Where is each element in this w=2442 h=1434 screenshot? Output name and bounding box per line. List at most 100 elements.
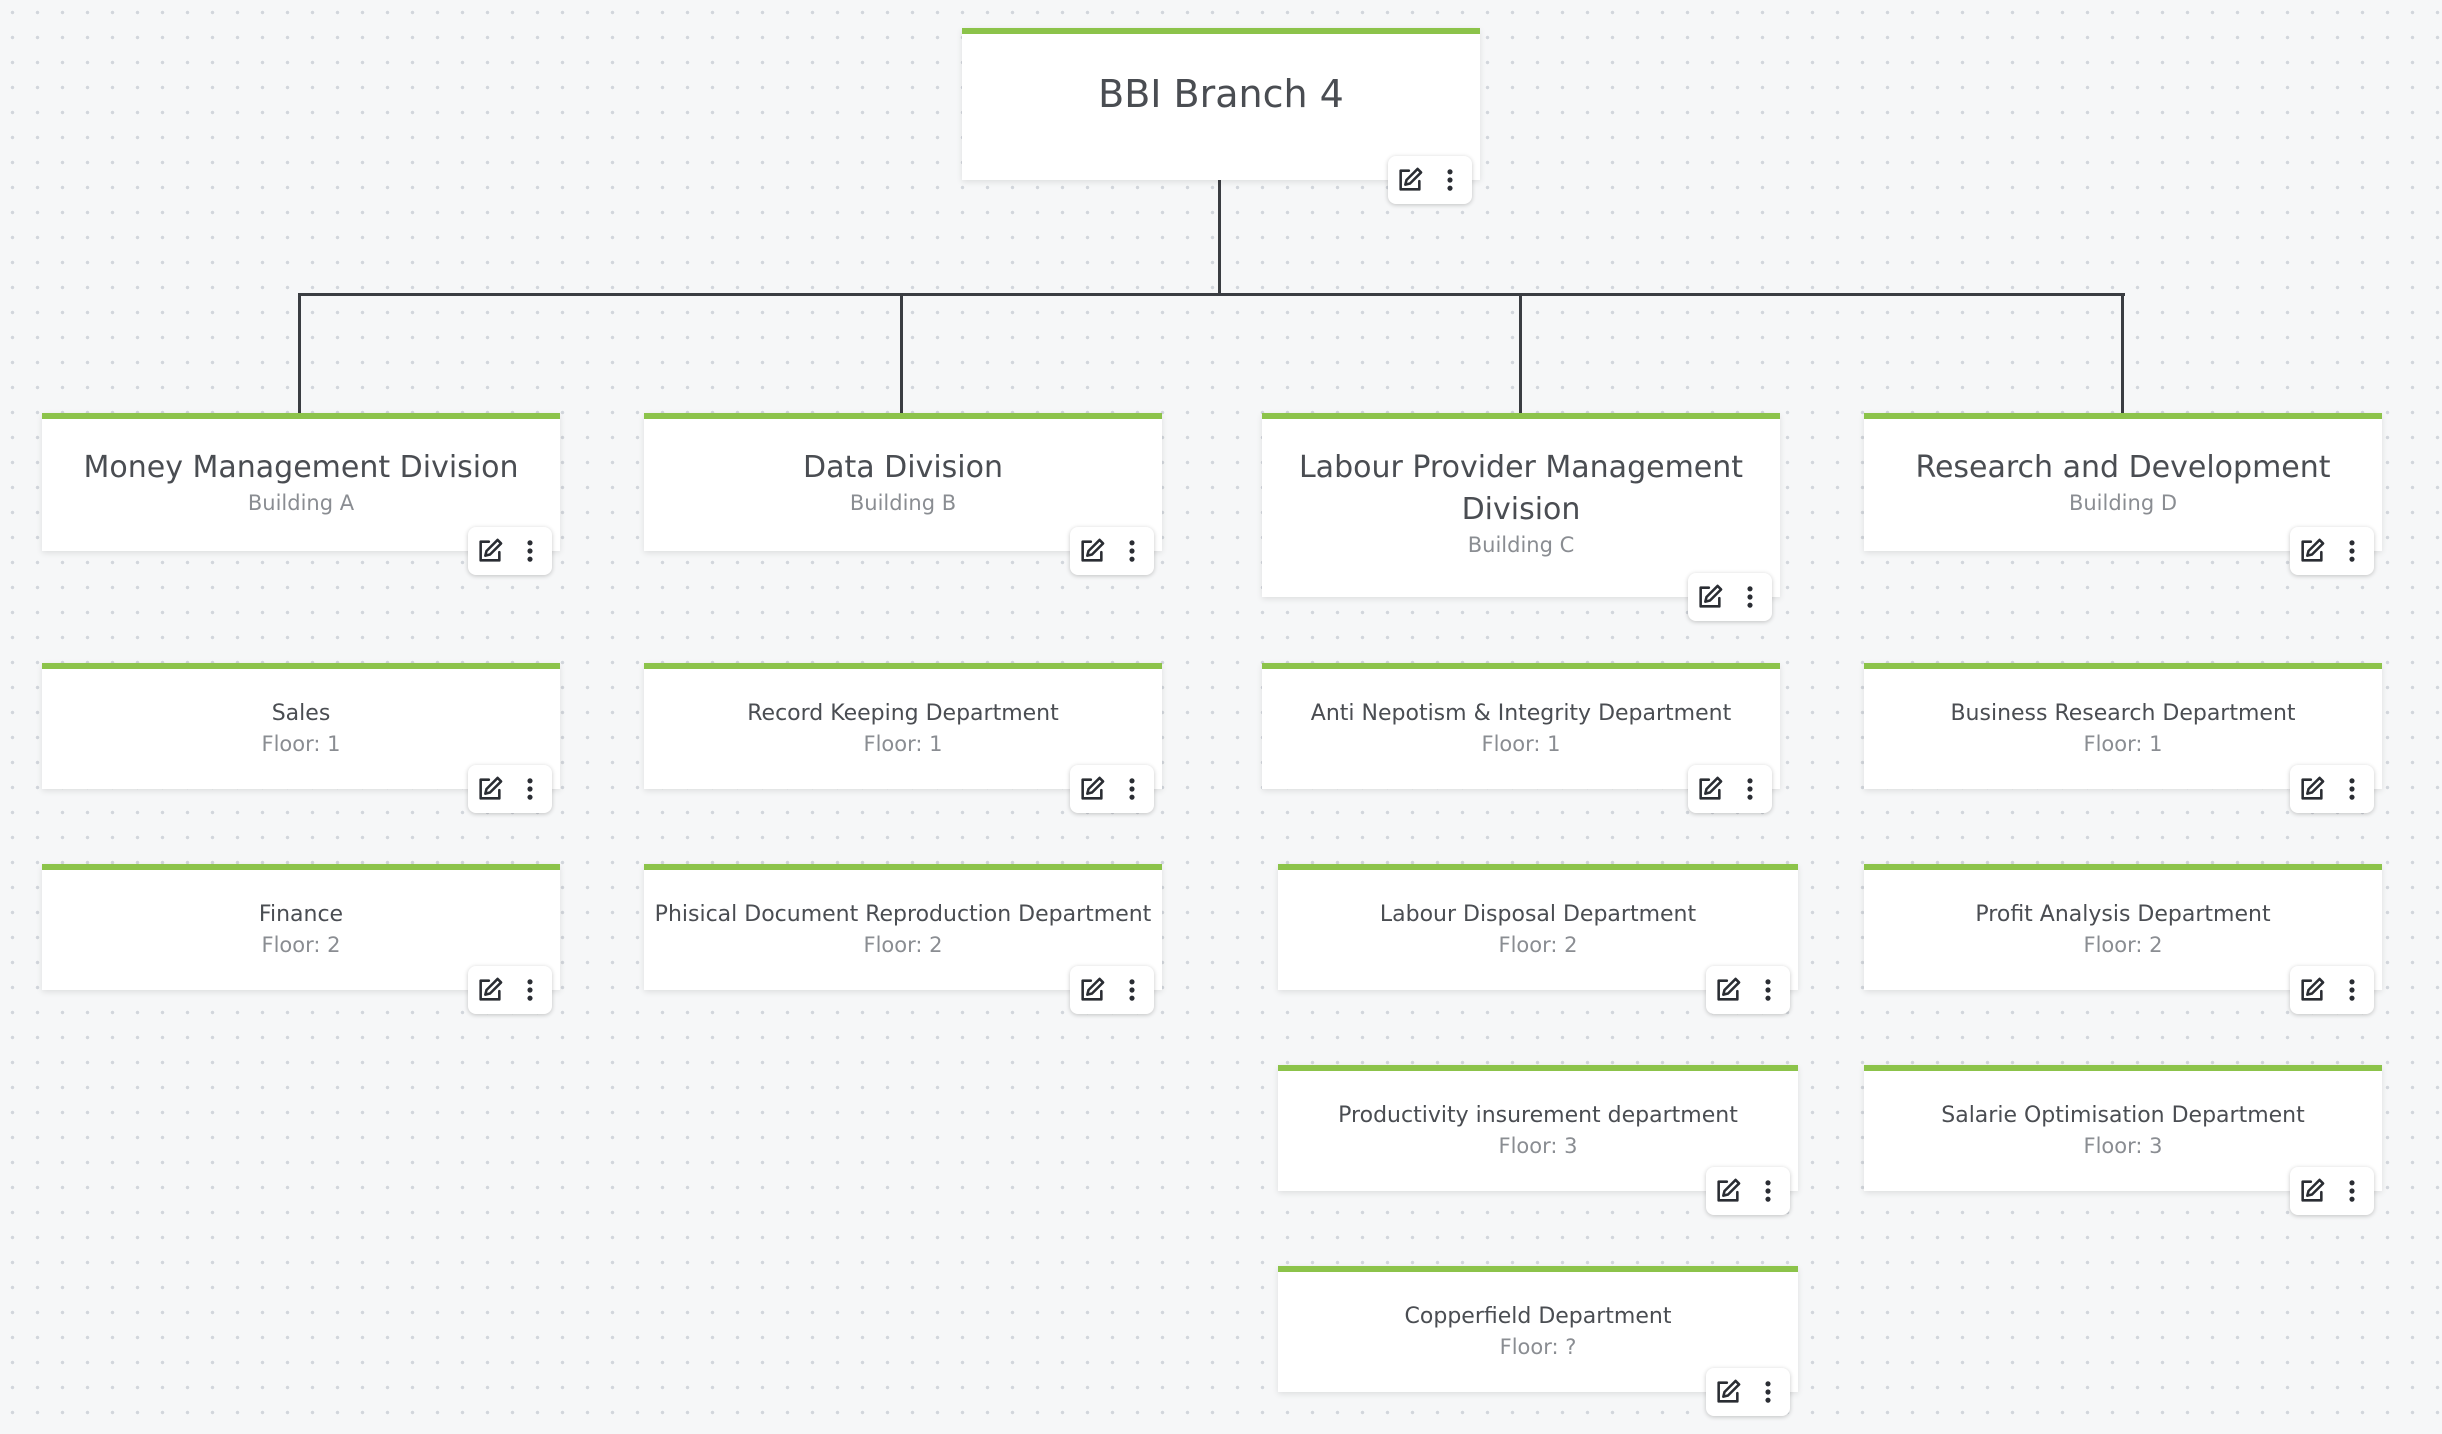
more-vertical-icon[interactable] [1751, 973, 1785, 1007]
department-floor: Floor: 2 [1498, 933, 1578, 957]
department-card-anti-nepotism[interactable]: Anti Nepotism & Integrity Department Flo… [1262, 663, 1780, 813]
edit-icon[interactable] [1693, 772, 1727, 806]
edit-icon[interactable] [473, 973, 507, 1007]
division-title: Labour Provider Management Division [1298, 450, 1744, 527]
department-card-labour-disposal[interactable]: Labour Disposal Department Floor: 2 [1278, 864, 1798, 1014]
department-title: Sales [271, 701, 331, 726]
node-actions [1706, 1368, 1790, 1416]
department-floor: Floor: 2 [261, 933, 341, 957]
more-vertical-icon[interactable] [2335, 973, 2369, 1007]
node-actions [1070, 966, 1154, 1014]
division-card-labour-provider[interactable]: Labour Provider Management Division Buil… [1262, 413, 1780, 621]
department-card-sales[interactable]: Sales Floor: 1 [42, 663, 560, 813]
department-floor: Floor: 3 [2083, 1134, 2163, 1158]
department-title: Anti Nepotism & Integrity Department [1310, 701, 1732, 726]
department-card-business-research[interactable]: Business Research Department Floor: 1 [1864, 663, 2382, 813]
connector-division-1 [298, 293, 301, 414]
division-card-data[interactable]: Data Division Building B [644, 413, 1162, 575]
more-vertical-icon[interactable] [513, 534, 547, 568]
department-card-record-keeping[interactable]: Record Keeping Department Floor: 1 [644, 663, 1162, 813]
department-title: Phisical Document Reproduction Departmen… [654, 902, 1152, 927]
department-floor: Floor: 1 [1481, 732, 1561, 756]
edit-icon[interactable] [1075, 534, 1109, 568]
edit-icon[interactable] [2295, 772, 2329, 806]
department-card-productivity-insurement[interactable]: Productivity insurement department Floor… [1278, 1065, 1798, 1215]
node-actions [1706, 1167, 1790, 1215]
more-vertical-icon[interactable] [1115, 973, 1149, 1007]
division-building: Building A [247, 491, 355, 515]
department-title: Profit Analysis Department [1975, 902, 2271, 927]
department-title: Labour Disposal Department [1379, 902, 1697, 927]
node-actions [2290, 966, 2374, 1014]
more-vertical-icon[interactable] [1733, 772, 1767, 806]
node-actions [468, 966, 552, 1014]
department-floor: Floor: 2 [863, 933, 943, 957]
node-actions [1388, 156, 1472, 204]
connector-root-vertical [1218, 178, 1221, 296]
more-vertical-icon[interactable] [1733, 580, 1767, 614]
root-node-title: BBI Branch 4 [1098, 72, 1344, 116]
edit-icon[interactable] [1711, 973, 1745, 1007]
department-card-salarie-optimisation[interactable]: Salarie Optimisation Department Floor: 3 [1864, 1065, 2382, 1215]
more-vertical-icon[interactable] [1751, 1174, 1785, 1208]
more-vertical-icon[interactable] [1751, 1375, 1785, 1409]
department-title: Copperfield Department [1404, 1304, 1672, 1329]
edit-icon[interactable] [1711, 1375, 1745, 1409]
division-title: Money Management Division [83, 450, 519, 485]
more-vertical-icon[interactable] [2335, 534, 2369, 568]
division-building: Building D [2068, 491, 2178, 515]
division-title: Research and Development [1915, 450, 2331, 485]
edit-icon[interactable] [2295, 1174, 2329, 1208]
department-floor: Floor: 3 [1498, 1134, 1578, 1158]
node-actions [1688, 573, 1772, 621]
division-card-research-development[interactable]: Research and Development Building D [1864, 413, 2382, 575]
node-actions [1070, 765, 1154, 813]
more-vertical-icon[interactable] [1433, 163, 1467, 197]
department-card-finance[interactable]: Finance Floor: 2 [42, 864, 560, 1014]
department-floor: Floor: ? [1499, 1335, 1577, 1359]
more-vertical-icon[interactable] [2335, 1174, 2369, 1208]
edit-icon[interactable] [1393, 163, 1427, 197]
division-building: Building C [1467, 533, 1575, 557]
department-floor: Floor: 2 [2083, 933, 2163, 957]
department-card-profit-analysis[interactable]: Profit Analysis Department Floor: 2 [1864, 864, 2382, 1014]
department-floor: Floor: 1 [863, 732, 943, 756]
department-card-document-reproduction[interactable]: Phisical Document Reproduction Departmen… [644, 864, 1162, 1014]
node-actions [468, 527, 552, 575]
edit-icon[interactable] [1693, 580, 1727, 614]
division-card-money-management[interactable]: Money Management Division Building A [42, 413, 560, 575]
edit-icon[interactable] [2295, 973, 2329, 1007]
division-building: Building B [849, 491, 957, 515]
division-title: Data Division [802, 450, 1004, 485]
node-actions [1070, 527, 1154, 575]
connector-division-4 [2121, 293, 2124, 414]
edit-icon[interactable] [1711, 1174, 1745, 1208]
root-node-card[interactable]: BBI Branch 4 [962, 28, 1480, 204]
department-title: Finance [258, 902, 344, 927]
edit-icon[interactable] [2295, 534, 2329, 568]
more-vertical-icon[interactable] [513, 772, 547, 806]
node-actions [468, 765, 552, 813]
department-card-copperfield[interactable]: Copperfield Department Floor: ? [1278, 1266, 1798, 1416]
more-vertical-icon[interactable] [1115, 534, 1149, 568]
node-actions [2290, 1167, 2374, 1215]
node-actions [2290, 527, 2374, 575]
node-actions [2290, 765, 2374, 813]
node-actions [1706, 966, 1790, 1014]
more-vertical-icon[interactable] [513, 973, 547, 1007]
connector-division-2 [900, 293, 903, 414]
department-floor: Floor: 1 [2083, 732, 2163, 756]
department-floor: Floor: 1 [261, 732, 341, 756]
edit-icon[interactable] [473, 534, 507, 568]
more-vertical-icon[interactable] [2335, 772, 2369, 806]
edit-icon[interactable] [1075, 973, 1109, 1007]
edit-icon[interactable] [1075, 772, 1109, 806]
more-vertical-icon[interactable] [1115, 772, 1149, 806]
connector-division-3 [1519, 293, 1522, 414]
department-title: Business Research Department [1950, 701, 2296, 726]
department-title: Record Keeping Department [747, 701, 1059, 726]
edit-icon[interactable] [473, 772, 507, 806]
node-actions [1688, 765, 1772, 813]
department-title: Productivity insurement department [1338, 1103, 1738, 1128]
